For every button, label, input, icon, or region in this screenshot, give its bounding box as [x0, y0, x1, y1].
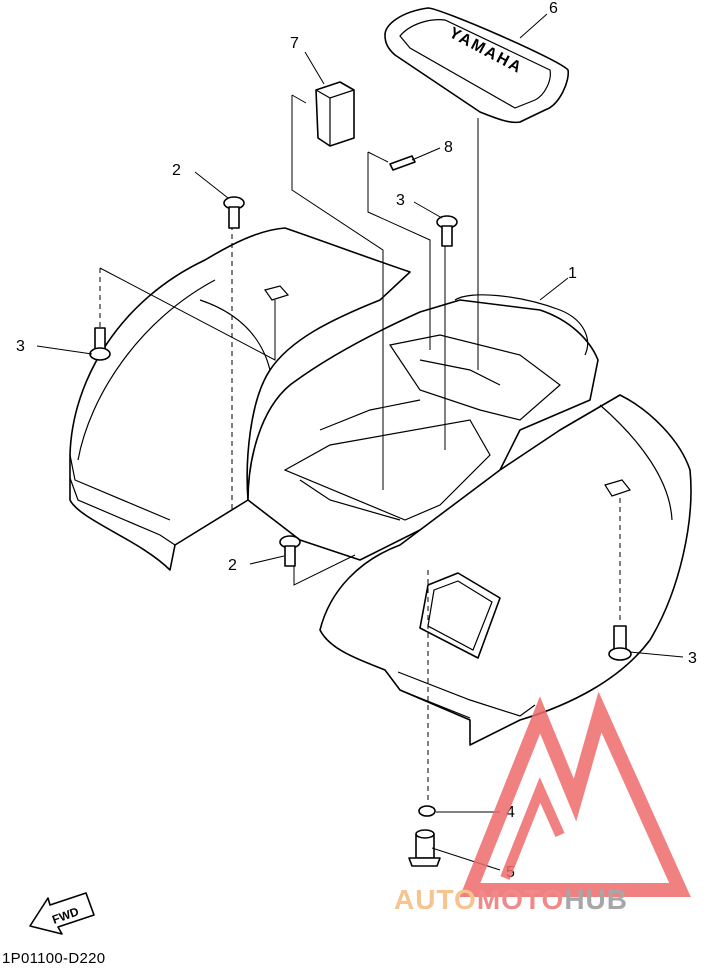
- watermark-text: AUTOMOTOHUB: [394, 884, 628, 916]
- fwd-arrow: FWD: [29, 892, 95, 935]
- bolt-3-right: [608, 625, 632, 661]
- callout-7: 7: [290, 35, 299, 52]
- bolt-3-center: [436, 215, 458, 247]
- callout-3-center: 3: [396, 192, 405, 209]
- callout-2-lower: 2: [228, 557, 237, 574]
- seat-pad: YAMAHA: [384, 7, 570, 124]
- bolt-3-left: [89, 327, 111, 361]
- callout-6: 6: [549, 0, 558, 17]
- callout-3-left: 3: [16, 338, 25, 355]
- watermark-logo: [459, 691, 691, 897]
- bolt-2-upper: [223, 196, 245, 229]
- watermark-moto: MOTO: [476, 884, 565, 915]
- leader-lines: [36, 13, 684, 871]
- watermark-hub: HUB: [564, 884, 628, 915]
- callout-2-upper: 2: [172, 162, 181, 179]
- callout-1: 1: [568, 265, 577, 282]
- callout-4: 4: [506, 804, 515, 821]
- rubber-block: [315, 81, 355, 147]
- washer: [418, 805, 436, 817]
- callout-8: 8: [444, 139, 453, 156]
- guide-lines: [99, 94, 621, 800]
- part-code: 1P01100-D220: [2, 950, 106, 967]
- watermark-auto: AUTO: [394, 884, 477, 915]
- pin: [389, 155, 416, 171]
- rear-fender: [69, 227, 692, 746]
- callout-3-right: 3: [688, 650, 697, 667]
- bolt-2-lower: [279, 535, 301, 567]
- nut: [408, 829, 441, 867]
